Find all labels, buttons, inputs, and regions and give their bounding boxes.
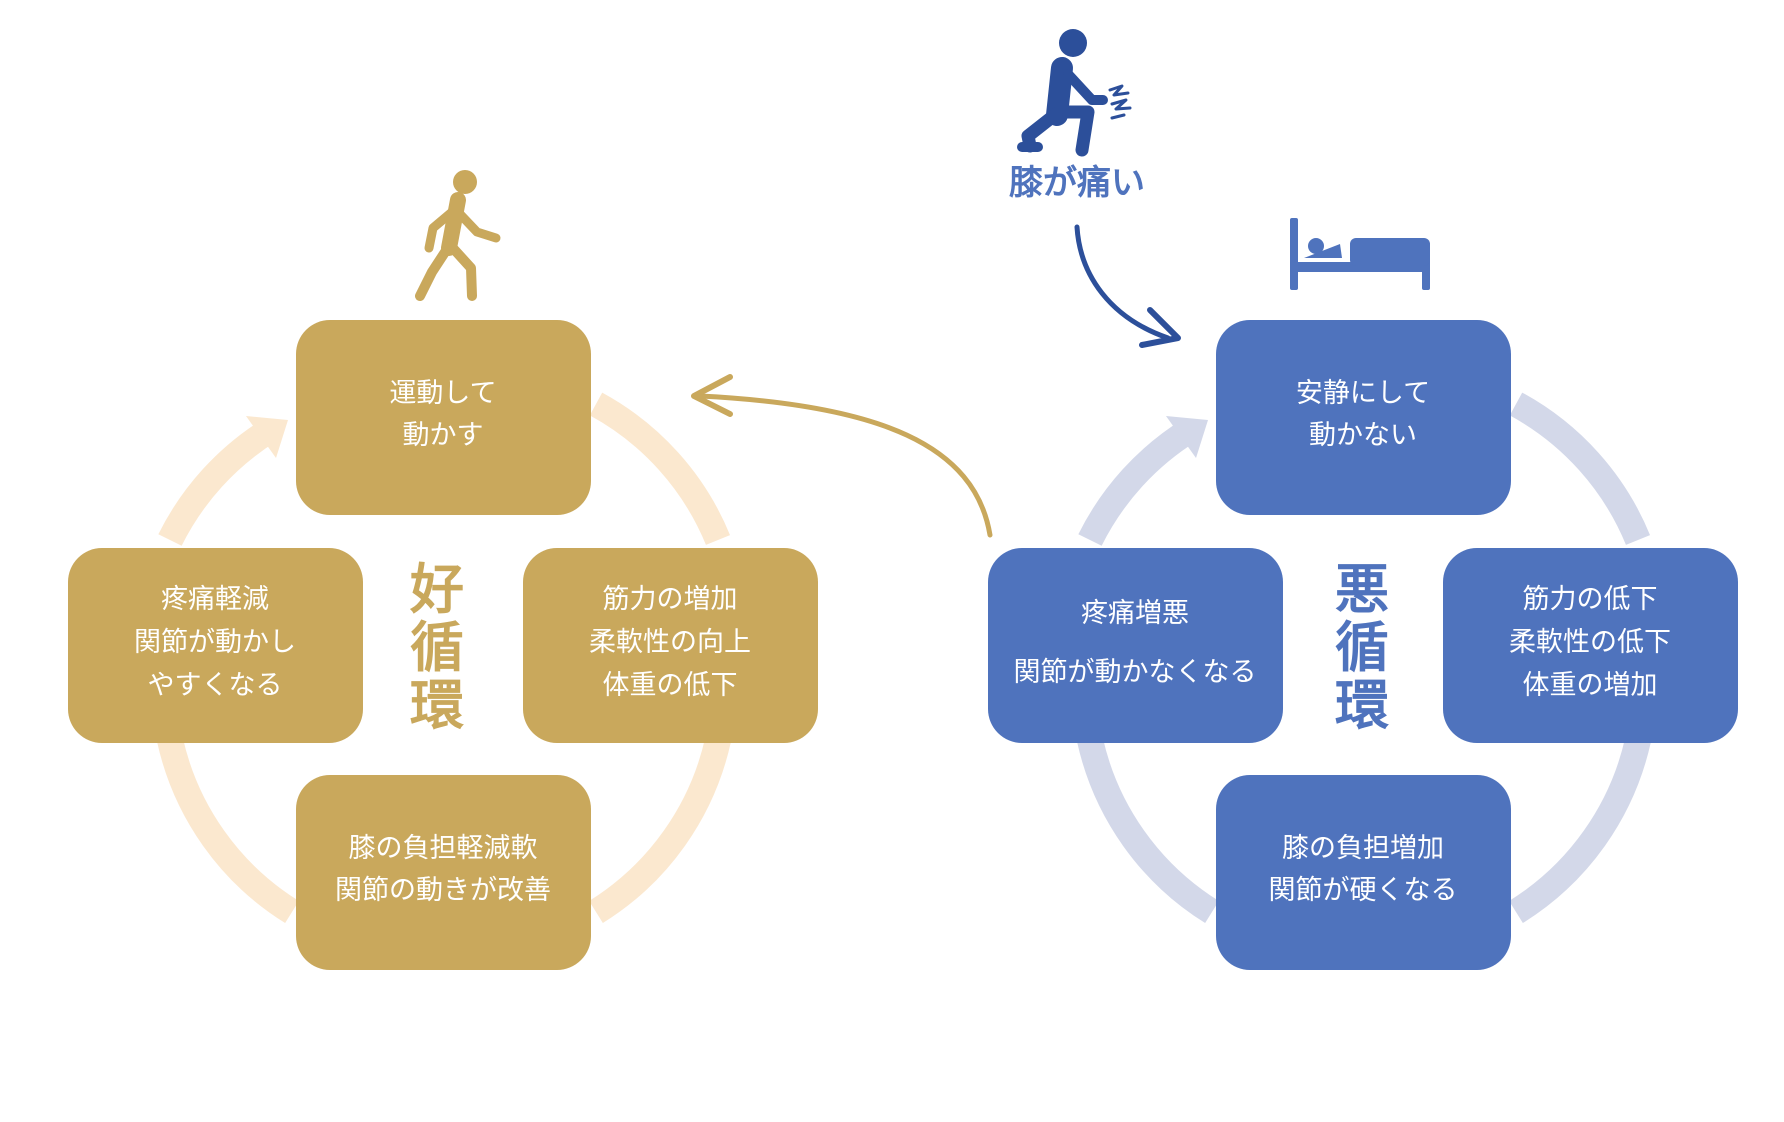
bad-cycle-box-left-line-1: 疼痛増悪: [1081, 598, 1189, 629]
bad-cycle-box-right-line-1: 筋力の低下: [1523, 584, 1658, 615]
good-cycle: 運動して 動かす 筋力の増加 柔軟性の向上 体重の低下 膝の負担軽減軟 関節の動…: [68, 170, 818, 970]
bad-cycle-box-top-line-1: 安静にして: [1296, 378, 1430, 409]
bad-cycle-box-left: 疼痛増悪 関節が動かなくなる: [988, 548, 1283, 743]
bad-cycle-center-label: 悪 循 環: [1335, 558, 1389, 737]
good-cycle-box-left-line-2: 関節が動かし: [134, 627, 296, 658]
good-cycle-box-left: 疼痛軽減 関節が動かし やすくなる: [68, 548, 363, 743]
bad-cycle-box-bottom-line-1: 膝の負担増加: [1282, 833, 1444, 864]
pain-label: 膝が痛い: [1009, 163, 1145, 203]
transition-arrow: [691, 374, 993, 538]
bed-icon: [1290, 218, 1430, 290]
bad-cycle-center-char-2: 循: [1335, 616, 1389, 679]
good-cycle-box-bottom: 膝の負担軽減軟 関節の動きが改善: [296, 775, 591, 970]
bad-cycle-box-right-line-2: 柔軟性の低下: [1509, 627, 1671, 658]
bad-cycle-box-right: 筋力の低下 柔軟性の低下 体重の増加: [1443, 548, 1738, 743]
good-cycle-box-bottom-line-1: 膝の負担軽減軟: [349, 833, 538, 864]
bad-cycle-box-left-line-2: 関節が動かなくなる: [1014, 657, 1257, 688]
pain-arrow: [1074, 224, 1181, 348]
bad-cycle-ring-arrowhead: [1166, 416, 1208, 458]
bad-cycle-ring-arc-bottom-left: [1077, 737, 1219, 924]
good-cycle-box-right: 筋力の増加 柔軟性の向上 体重の低下: [523, 548, 818, 743]
good-cycle-box-right-line-3: 体重の低下: [603, 670, 738, 701]
good-cycle-center-char-1: 好: [409, 558, 464, 621]
bad-cycle-box-bottom: 膝の負担増加 関節が硬くなる: [1216, 775, 1511, 970]
good-cycle-ring-arc-top-right: [589, 392, 731, 546]
good-cycle-box-right-line-1: 筋力の増加: [603, 584, 738, 615]
good-cycle-box-left-line-3: やすくなる: [148, 670, 283, 701]
good-cycle-ring-arc-top-left: [158, 418, 278, 546]
good-cycle-box-bottom-line-2: 関節の動きが改善: [335, 875, 551, 906]
good-cycle-box-top-line-1: 運動して: [389, 378, 496, 409]
bad-cycle-box-top-line-2: 動かない: [1309, 420, 1417, 451]
bad-cycle-ring-arc-top-right: [1509, 392, 1651, 546]
bad-cycle: 安静にして 動かない 筋力の低下 柔軟性の低下 体重の増加 膝の負担増加 関節が…: [988, 218, 1738, 970]
bad-cycle-box-bottom-line-2: 関節が硬くなる: [1269, 875, 1458, 906]
good-cycle-ring-arc-bottom-left: [157, 737, 299, 924]
knee-pain-group: 膝が痛い: [1009, 29, 1181, 348]
good-cycle-center-char-3: 環: [410, 674, 464, 737]
walking-person-icon: [415, 170, 501, 301]
bad-cycle-center-char-3: 環: [1335, 674, 1389, 737]
bad-cycle-box-right-line-3: 体重の増加: [1523, 670, 1658, 701]
good-cycle-box-left-line-1: 疼痛軽減: [161, 584, 269, 615]
bad-cycle-ring-arc-bottom-right: [1509, 737, 1651, 924]
good-cycle-box-top-line-2: 動かす: [403, 420, 484, 451]
good-cycle-ring-arrowhead: [246, 416, 288, 458]
bad-cycle-box-top: 安静にして 動かない: [1216, 320, 1511, 515]
good-cycle-center-char-2: 循: [410, 616, 464, 679]
good-cycle-box-right-line-2: 柔軟性の向上: [589, 627, 751, 658]
good-cycle-box-top: 運動して 動かす: [296, 320, 591, 515]
bad-cycle-ring-arc-top-left: [1078, 418, 1198, 546]
knee-pain-person-icon: [1017, 29, 1132, 157]
good-cycle-ring-arc-bottom-right: [589, 737, 731, 924]
good-cycle-center-label: 好 循 環: [409, 558, 464, 737]
bad-cycle-center-char-1: 悪: [1335, 558, 1389, 621]
